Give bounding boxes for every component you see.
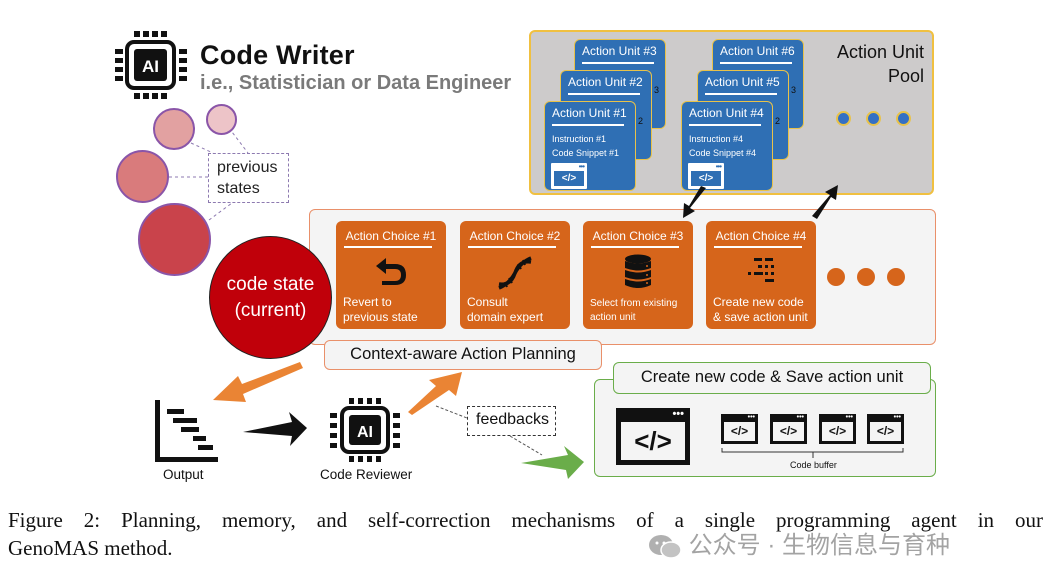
code-reviewer-icon[interactable]: AI (328, 398, 402, 462)
ellipsis-dot (827, 268, 845, 286)
figure-caption: Figure 2: Planning, memory, and self-cor… (8, 508, 1043, 560)
ellipsis-dot (896, 111, 911, 126)
svg-text:AI: AI (357, 424, 373, 441)
arrow-reviewer-to-planning (408, 372, 462, 415)
previous-state-circle (138, 203, 211, 276)
ellipsis-dot (866, 111, 881, 126)
code-editor-icon: ••• </> (616, 408, 690, 465)
arrow-output-to-reviewer (243, 412, 307, 446)
agent-title: Code Writer (200, 40, 355, 70)
dna-icon (460, 254, 570, 290)
action-unit-card[interactable]: Action Unit #4 2 Instruction #4 Code Sni… (681, 101, 780, 191)
revert-arrow-icon (336, 254, 446, 290)
unit-instruction: Instruction #1 (552, 134, 607, 144)
wechat-icon (648, 534, 682, 560)
previous-state-circle (206, 104, 237, 135)
create-code-label: Create new code & Save action unit (613, 362, 931, 394)
ai-chip-icon: AI (112, 31, 190, 99)
arrow-feedback-to-create (521, 446, 584, 479)
unit-code-snippet: Code Snippet #1 (552, 148, 620, 158)
unit-code-snippet: Code Snippet #4 (689, 148, 757, 158)
code-reviewer-label: Code Reviewer (320, 467, 413, 482)
code-window-icon: ••• </> (688, 163, 724, 189)
create-code-panel: ••• </> ••• </> ••• </> ••• </> ••• </> … (594, 379, 936, 477)
buffer-bracket (721, 448, 904, 458)
previous-state-circle (116, 150, 169, 203)
state-connectors (169, 127, 249, 221)
action-choice-4[interactable]: Action Choice #4 Create new code& save a… (706, 221, 816, 329)
output-label: Output (163, 467, 204, 482)
ellipsis-dot (857, 268, 875, 286)
buffer-code-icon: ••• </> (721, 414, 758, 444)
previous-states-label: previous states (208, 153, 289, 203)
arrow-state-to-output (213, 362, 303, 402)
database-icon (583, 254, 693, 290)
previous-state-circle (153, 108, 195, 150)
action-unit-card[interactable]: Action Unit #1 2 Instruction #1 Code Sni… (544, 101, 643, 191)
svg-text:AI: AI (142, 57, 159, 76)
current-code-state: code state (current) (209, 236, 332, 359)
ellipsis-dot (887, 268, 905, 286)
buffer-code-icon: ••• </> (867, 414, 904, 444)
action-planning-label: Context-aware Action Planning (324, 340, 602, 370)
flow-arrows (213, 185, 838, 479)
pool-title: Action Unit Pool (836, 42, 924, 86)
agent-subtitle: i.e., Statistician or Data Engineer (200, 72, 512, 94)
code-window-icon: ••• </> (551, 163, 587, 189)
buffer-code-icon: ••• </> (770, 414, 807, 444)
watermark: 公众号 · 生物信息与育种 (648, 525, 950, 560)
arrow-choice4-to-pool (812, 185, 838, 219)
code-lines-icon (706, 254, 816, 290)
action-unit-pool: Action Unit Pool Action Unit #3 Action U… (529, 30, 934, 195)
arrow-pool-to-choice3 (683, 186, 706, 218)
buffer-code-icon: ••• </> (819, 414, 856, 444)
unit-instruction: Instruction #4 (689, 134, 744, 144)
feedbacks-label: feedbacks (467, 406, 556, 436)
code-buffer-label: Code buffer (790, 460, 837, 470)
output-chart-icon (155, 400, 221, 464)
ellipsis-dot (836, 111, 851, 126)
